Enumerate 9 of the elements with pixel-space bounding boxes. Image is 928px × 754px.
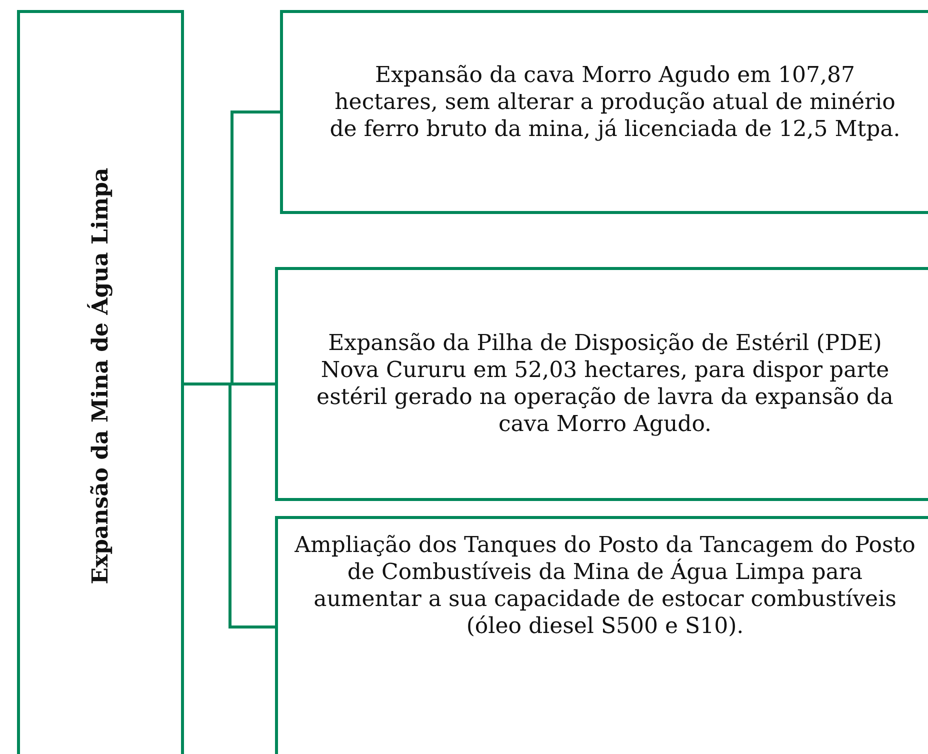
text-box: [17, 10, 184, 754]
text-box: [275, 267, 928, 501]
vertical-title: Expansão da Mina de Água Limpa: [87, 168, 114, 584]
text-box: [275, 516, 928, 754]
description-text: Expansão da Pilha de Disposição de Estéril (PDE) Nova Cururu em 52,03 hectares, para dispor parte estéril gerado na operação de lavra da expansão da cava Morro Agudo.: [316, 330, 894, 438]
description-text: Expansão da cava Morro Agudo em 107,87 hectares, sem alterar a produção atual de minério de ferro bruto da mina, já licenciada de 12,5 Mtpa.: [328, 62, 902, 142]
connector-line: [184, 382, 275, 628]
description-text: Ampliação dos Tanques do Posto da Tancagem do Posto de Combustíveis da Mina de Água Limpa para aumentar a sua capacidade de estocar combustíveis (óleo diesel S500 e S10).: [294, 532, 916, 640]
text-box: [280, 10, 928, 214]
